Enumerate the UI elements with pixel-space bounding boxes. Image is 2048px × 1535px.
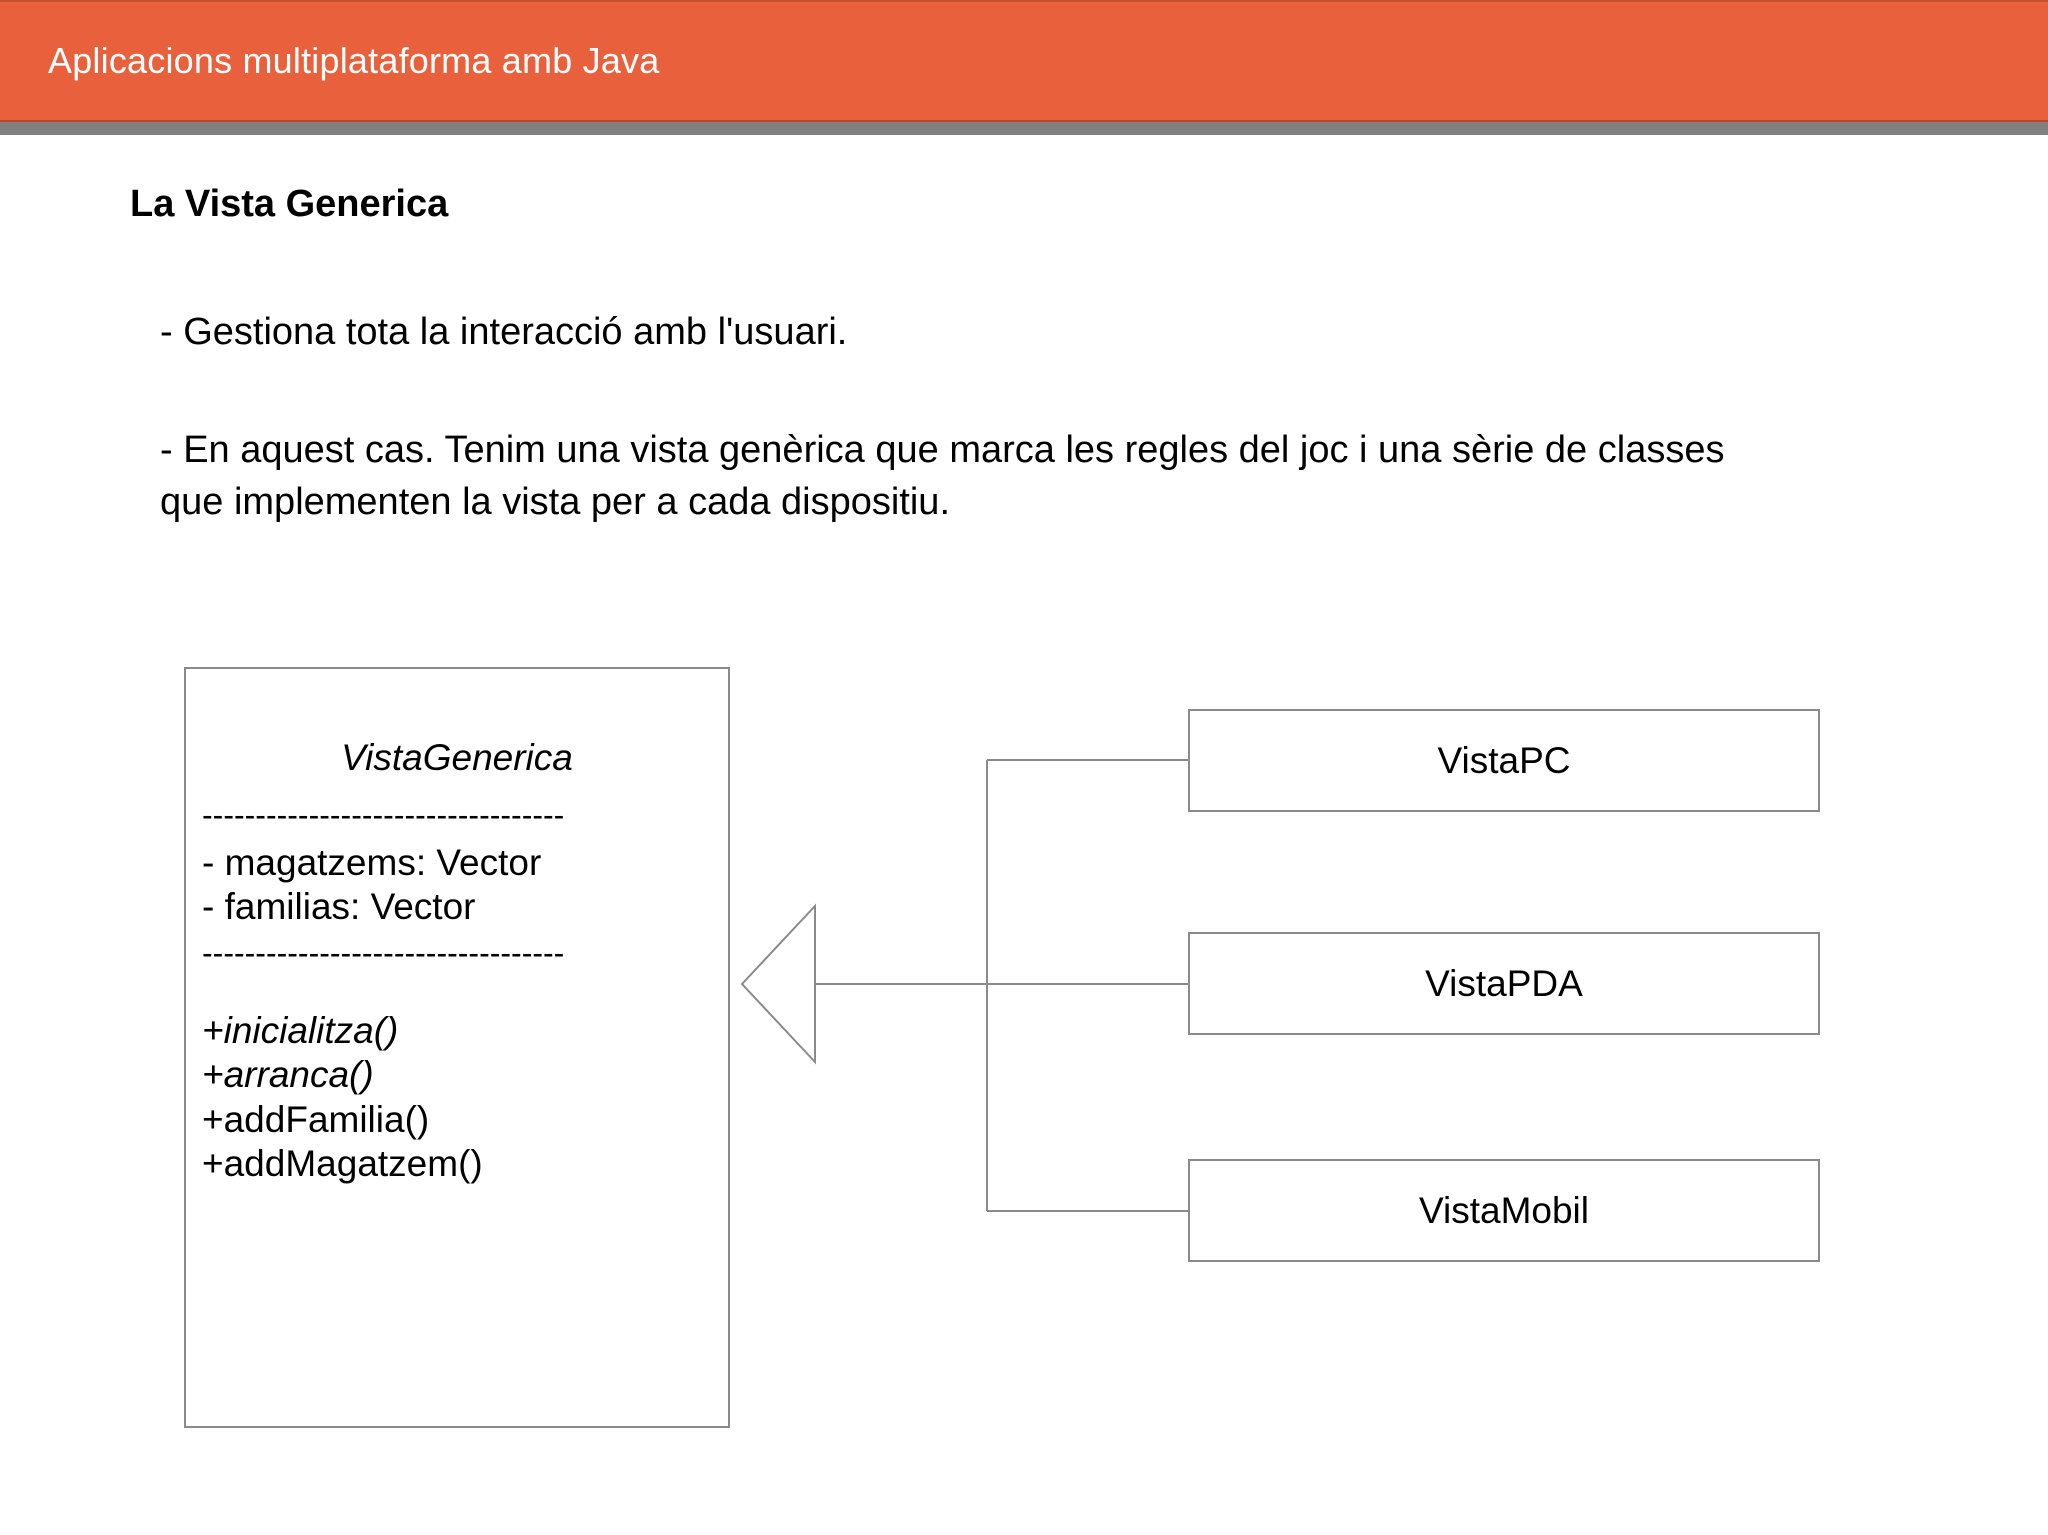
uml-divider-methods: ----------------------------------: [202, 935, 565, 971]
uml-method: +addMagatzem(): [202, 1143, 483, 1185]
hollow-triangle-icon: [740, 903, 816, 1065]
uml-divider-attributes: ----------------------------------: [202, 797, 565, 833]
uml-subclass-name: VistaPC: [1437, 739, 1571, 781]
header-divider-rule: [0, 122, 2048, 135]
uml-method-list: +inicialitza() +arranca() +addFamilia() …: [202, 1009, 722, 1187]
uml-method: +inicialitza(): [202, 1010, 399, 1051]
body-paragraph-2: - En aquest cas. Tenim una vista genèric…: [160, 429, 1725, 524]
uml-class-box-vistagenerica[interactable]: VistaGenerica --------------------------…: [184, 667, 730, 1428]
uml-subclass-name: VistaPDA: [1425, 962, 1583, 1004]
uml-class-box-vistapda[interactable]: VistaPDA: [1188, 932, 1820, 1035]
presentation-title: Aplicacions multiplataforma amb Java: [48, 40, 660, 81]
uml-subclass-name: VistaMobil: [1418, 1189, 1589, 1231]
uml-attribute-list: - magatzems: Vector - familias: Vector: [202, 841, 722, 930]
uml-class-box-vistapc[interactable]: VistaPC: [1188, 709, 1820, 812]
uml-method: +arranca(): [202, 1054, 374, 1096]
uml-attribute: - familias: Vector: [202, 886, 476, 928]
uml-method: +addFamilia(): [202, 1098, 430, 1140]
header-bar: Aplicacions multiplataforma amb Java: [0, 0, 2048, 122]
slide-heading: La Vista Generica: [130, 183, 449, 225]
body-paragraph-1: - Gestiona tota la interacció amb l'usua…: [160, 311, 848, 353]
uml-attribute: - magatzems: Vector: [202, 842, 542, 883]
uml-class-name: VistaGenerica: [341, 737, 573, 778]
uml-class-box-vistamobil[interactable]: VistaMobil: [1188, 1159, 1820, 1262]
